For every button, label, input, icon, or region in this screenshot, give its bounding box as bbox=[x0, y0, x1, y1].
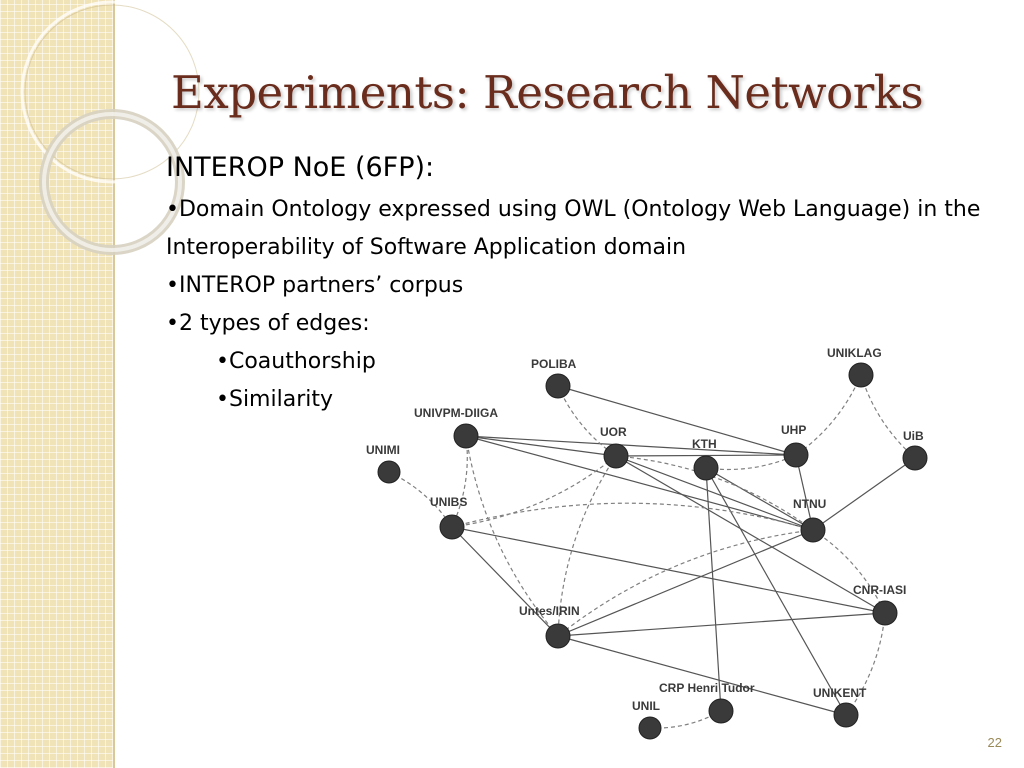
node-poliba bbox=[545, 373, 571, 399]
edge-coauthorship-uor-ntnu bbox=[615, 455, 814, 531]
edge-similarity-unibs-uor bbox=[451, 455, 617, 528]
node-unil bbox=[638, 716, 662, 740]
edge-coauthorship-untes-unikent bbox=[557, 635, 847, 716]
node-label-crp: CRP Henri Tudor bbox=[659, 681, 755, 695]
node-untes bbox=[545, 623, 571, 649]
node-label-unikent: UNIKENT bbox=[813, 686, 867, 700]
edge-coauthorship-uor-cnr-iasi bbox=[615, 455, 886, 614]
node-label-kth: KTH bbox=[692, 437, 717, 451]
content-subtitle: INTEROP NoE (6FP): bbox=[166, 152, 435, 183]
edge-similarity-kth-uhp bbox=[705, 454, 797, 471]
edge-coauthorship-kth-ntnu bbox=[705, 467, 814, 531]
edge-similarity-poliba-uor bbox=[557, 385, 617, 457]
network-edges bbox=[388, 374, 916, 729]
node-label-ntnu: NTNU bbox=[793, 497, 826, 511]
network-nodes bbox=[377, 362, 928, 740]
slide-number: 22 bbox=[987, 735, 1002, 750]
node-crp bbox=[708, 698, 734, 724]
node-label-poliba: POLIBA bbox=[531, 357, 577, 371]
node-label-untes: Untes/IRIN bbox=[519, 604, 580, 618]
edge-coauthorship-univpm-diiga-ntnu bbox=[465, 435, 814, 531]
node-label-unimi: UNIMI bbox=[366, 443, 400, 457]
node-ntnu bbox=[800, 517, 826, 543]
node-label-cnr-iasi: CNR-IASI bbox=[853, 583, 906, 597]
edge-coauthorship-ntnu-untes bbox=[557, 529, 814, 637]
edge-coauthorship-univpm-diiga-uhp bbox=[465, 435, 797, 456]
bullet-corpus: •INTEROP partners’ corpus bbox=[166, 273, 464, 298]
edge-similarity-uor-ntnu bbox=[615, 455, 814, 531]
edge-coauthorship-unibs-untes bbox=[451, 526, 559, 637]
node-label-uhp: UHP bbox=[781, 423, 806, 437]
node-kth bbox=[693, 455, 719, 481]
edge-coauthorship-untes-cnr-iasi bbox=[557, 612, 886, 637]
node-uniklag bbox=[848, 362, 874, 388]
edge-similarity-unibs-ntnu bbox=[451, 502, 814, 531]
edge-coauthorship-unibs-cnr-iasi bbox=[451, 526, 886, 614]
node-label-uniklag: UNIKLAG bbox=[827, 346, 882, 360]
edge-coauthorship-poliba-uhp bbox=[557, 385, 797, 456]
node-label-unil: UNIL bbox=[632, 699, 660, 713]
edge-similarity-univpm-diiga-unibs bbox=[451, 435, 468, 528]
node-label-univpm-diiga: UNIVPM-DIIGA bbox=[414, 406, 498, 420]
edge-similarity-ntnu-untes bbox=[557, 529, 814, 637]
edge-similarity-uniklag-uib bbox=[860, 374, 916, 459]
edge-coauthorship-kth-crp bbox=[705, 467, 722, 712]
sub-bullet-similarity: •Similarity bbox=[216, 387, 333, 412]
bullet-ontology: •Domain Ontology expressed using OWL (On… bbox=[166, 197, 981, 260]
edge-coauthorship-uhp-ntnu bbox=[795, 454, 814, 531]
decorative-sidebar bbox=[0, 0, 115, 768]
node-uib bbox=[902, 445, 928, 471]
node-unibs bbox=[439, 514, 465, 540]
network-labels: POLIBA UNIKLAG UNIVPM-DIIGA UHP UOR KTH UiB UNI… bbox=[366, 346, 924, 713]
edge-similarity-univpm-diiga-untes bbox=[465, 435, 559, 637]
sub-bullet-coauthorship: •Coauthorship bbox=[216, 349, 376, 374]
node-uor bbox=[603, 443, 629, 469]
edge-coauthorship-univpm-diiga-uor bbox=[465, 435, 617, 457]
node-cnr-iasi bbox=[872, 600, 898, 626]
edge-similarity-uor-untes bbox=[557, 455, 617, 637]
node-univpm-diiga bbox=[453, 423, 479, 449]
node-label-uor: UOR bbox=[600, 425, 627, 439]
node-label-unibs: UNIBS bbox=[430, 495, 467, 509]
decorative-circles bbox=[20, 0, 200, 255]
node-label-uib: UiB bbox=[903, 429, 924, 443]
node-unimi bbox=[377, 460, 401, 484]
bullet-edge-types: •2 types of edges: bbox=[166, 311, 370, 336]
slide-title: Experiments: Research Networks bbox=[171, 66, 924, 119]
node-unikent bbox=[833, 702, 859, 728]
slide-content: INTEROP NoE (6FP): •Domain Ontology expr… bbox=[166, 152, 996, 419]
node-uhp bbox=[783, 442, 809, 468]
edge-coauthorship-uib-ntnu bbox=[812, 457, 916, 531]
edge-similarity-uniklag-uhp bbox=[795, 374, 862, 456]
